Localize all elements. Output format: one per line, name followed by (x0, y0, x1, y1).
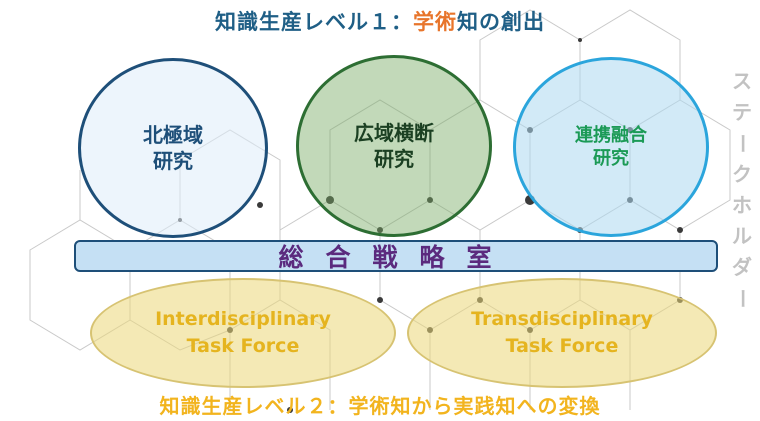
bottom-title: 知識生産レベル２：学術知から実践知への変換 (159, 394, 601, 418)
task-force-line2: Task Force (505, 335, 619, 357)
arctic-research-circle: 北極域 研究 (78, 58, 268, 238)
circle-label-line2: 研究 (153, 149, 193, 173)
stakeholder-char: ル (732, 224, 752, 248)
stakeholder-char: ホ (732, 193, 752, 217)
interdisciplinary-task-force: Interdisciplinary Task Force (90, 278, 396, 388)
transdisciplinary-task-force: Transdisciplinary Task Force (407, 278, 717, 388)
stakeholder-char: ダ (732, 255, 752, 279)
circle-label-line1: 広域横断 (354, 121, 434, 145)
strategy-office-label: 総合戦略室 (278, 243, 514, 272)
top-title-highlight: 学術 (413, 10, 457, 34)
top-title-suffix: 知の創出 (457, 10, 545, 34)
circle-label-line2: 研究 (593, 148, 629, 169)
collaborative-fusion-research-circle: 連携融合 研究 (513, 57, 709, 237)
stakeholder-char: ー (730, 288, 755, 309)
stakeholder-char: ー (730, 133, 755, 154)
top-title: 知識生産レベル１：学術知の創出 (0, 6, 760, 36)
task-force-line1: Transdisciplinary (471, 308, 653, 331)
strategy-office-bar: 総合戦略室 (74, 240, 718, 272)
cross-domain-research-circle: 広域横断 研究 (296, 55, 492, 237)
task-force-line2: Task Force (186, 335, 300, 357)
top-title-prefix: 知識生産レベル１： (215, 10, 413, 34)
stakeholder-char: テ (732, 100, 752, 124)
stakeholder-char: ス (732, 69, 752, 93)
stakeholder-char: ク (732, 162, 752, 186)
circle-label-line1: 連携融合 (575, 124, 647, 146)
task-force-line1: Interdisciplinary (155, 308, 331, 331)
stakeholder-vertical-label: ス テ ー ク ホ ル ダ ー (726, 66, 758, 314)
circle-label-line2: 研究 (374, 147, 414, 171)
circle-label-line1: 北極域 (143, 123, 203, 147)
